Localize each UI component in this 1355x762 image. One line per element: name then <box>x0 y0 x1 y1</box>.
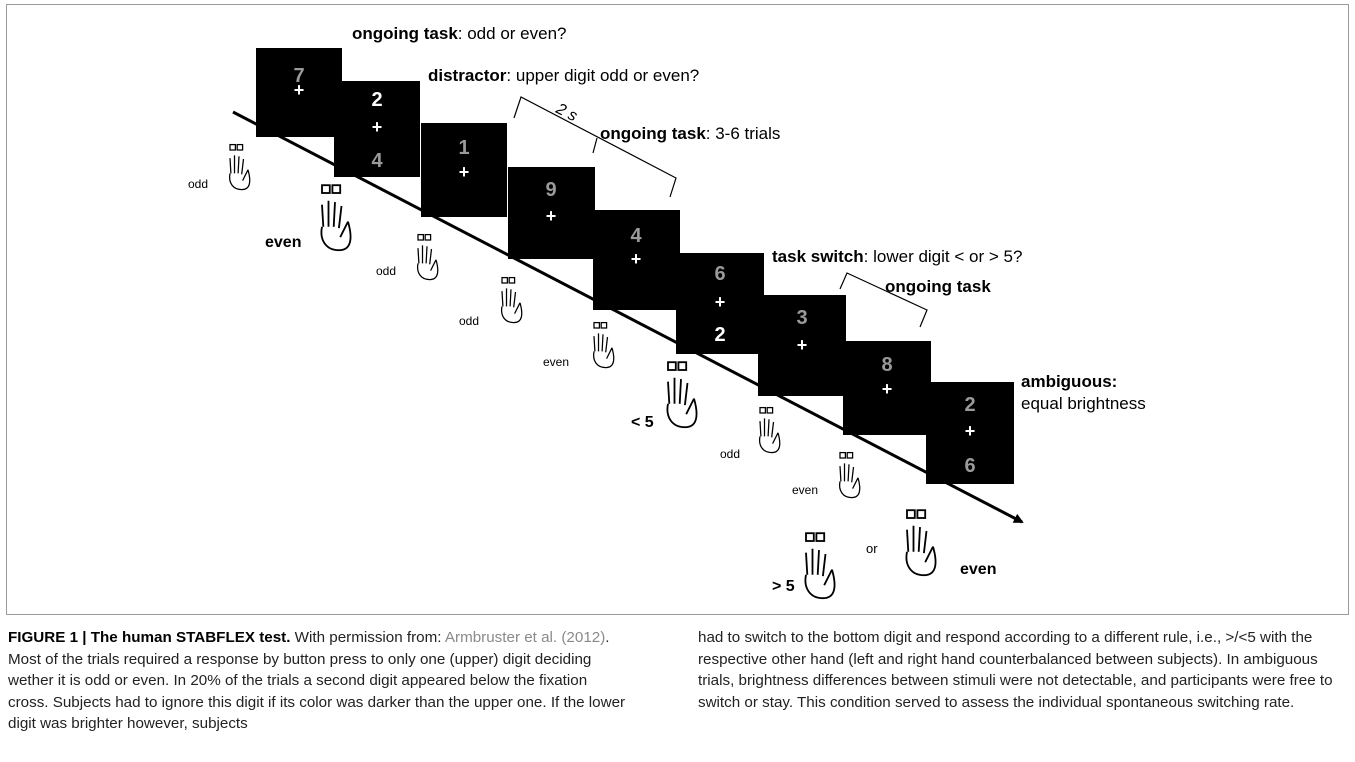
interval-bracket <box>513 96 677 198</box>
stimulus-screen: 2 + 6 <box>926 382 1014 484</box>
response-label: even <box>792 483 818 497</box>
stimulus-screen: 1 + <box>421 123 507 217</box>
response-label: even <box>543 355 569 369</box>
response-label: < 5 <box>631 414 654 431</box>
fixation-cross: + <box>546 206 557 226</box>
caption-right: had to switch to the bottom digit and re… <box>698 629 1333 711</box>
interval-label: 2 s <box>552 100 580 125</box>
stimulus-screen: 2 + 4 <box>334 81 420 177</box>
stimulus-screen: 6 + 2 <box>676 253 764 354</box>
fixation-cross: + <box>372 117 383 137</box>
figure-frame <box>6 4 1349 615</box>
label-ambiguous: ambiguous: <box>1021 372 1117 391</box>
stimulus-screen: 8 + <box>843 341 931 435</box>
hand-icon <box>320 184 352 252</box>
hand-icon <box>416 233 439 281</box>
fixation-cross: + <box>459 162 470 182</box>
response-label: even <box>960 561 996 578</box>
upper-digit: 2 <box>964 394 975 416</box>
response-label: odd <box>720 447 740 461</box>
stimulus-screen: 4 + <box>593 210 680 310</box>
citation-link[interactable]: Armbruster et al. (2012) <box>444 629 606 646</box>
fixation-cross: + <box>882 379 893 399</box>
label-ongoing-task-2: ongoing task: 3-6 trials <box>600 124 780 143</box>
ongoing-bracket <box>839 272 928 328</box>
hand-icon <box>228 143 251 191</box>
fixation-cross: + <box>715 292 726 312</box>
caption-text: . Most of the trials required a response… <box>8 629 626 733</box>
upper-digit: 1 <box>458 137 469 159</box>
response-label: odd <box>459 314 479 328</box>
caption-left: FIGURE 1 | The human STABFLEX test. With… <box>8 627 628 735</box>
hand-icon <box>758 406 781 454</box>
hand-icon <box>804 532 836 600</box>
upper-digit: 6 <box>714 263 725 285</box>
upper-digit: 2 <box>371 89 382 111</box>
caption-text: With permission from: <box>290 629 445 646</box>
response-label: > 5 <box>772 578 795 595</box>
fixation-cross: + <box>965 421 976 441</box>
label-task-switch: task switch: lower digit < or > 5? <box>772 247 1022 266</box>
fixation-cross: + <box>631 249 642 269</box>
label-ongoing-task-3: ongoing task <box>885 277 991 296</box>
figure-label: FIGURE 1 | The human STABFLEX test. <box>8 629 291 646</box>
fixation-cross: + <box>294 80 305 100</box>
stimulus-screen: 7 + <box>256 48 342 137</box>
or-label: or <box>866 541 878 556</box>
label-distractor: distractor: upper digit odd or even? <box>428 66 699 85</box>
upper-digit: 3 <box>796 307 807 329</box>
stimulus-screen: 9 + <box>508 167 595 259</box>
hand-icon <box>666 361 698 429</box>
upper-digit: 4 <box>630 225 642 247</box>
hand-icon <box>838 451 861 499</box>
hand-icon <box>905 509 937 577</box>
label-equal-brightness: equal brightness <box>1021 394 1146 413</box>
stimulus-screen: 3 + <box>758 295 846 396</box>
upper-digit: 9 <box>545 179 556 201</box>
timeline-axis <box>232 110 1024 524</box>
lower-digit: 2 <box>714 324 725 346</box>
response-label: odd <box>188 177 208 191</box>
response-label: odd <box>376 264 396 278</box>
response-label: even <box>265 234 301 251</box>
stabflex-diagram: 7 + 2 + 4 1 + 9 + 4 + 6 + 2 3 + 8 + 2 <box>188 24 1146 600</box>
upper-digit: 7 <box>293 65 304 87</box>
lower-digit: 4 <box>371 150 383 172</box>
hand-icon <box>500 276 523 324</box>
upper-digit: 8 <box>881 354 892 376</box>
hand-icon <box>592 321 615 369</box>
label-ongoing-task-1: ongoing task: odd or even? <box>352 24 566 43</box>
fixation-cross: + <box>797 335 808 355</box>
lower-digit: 6 <box>964 455 975 477</box>
